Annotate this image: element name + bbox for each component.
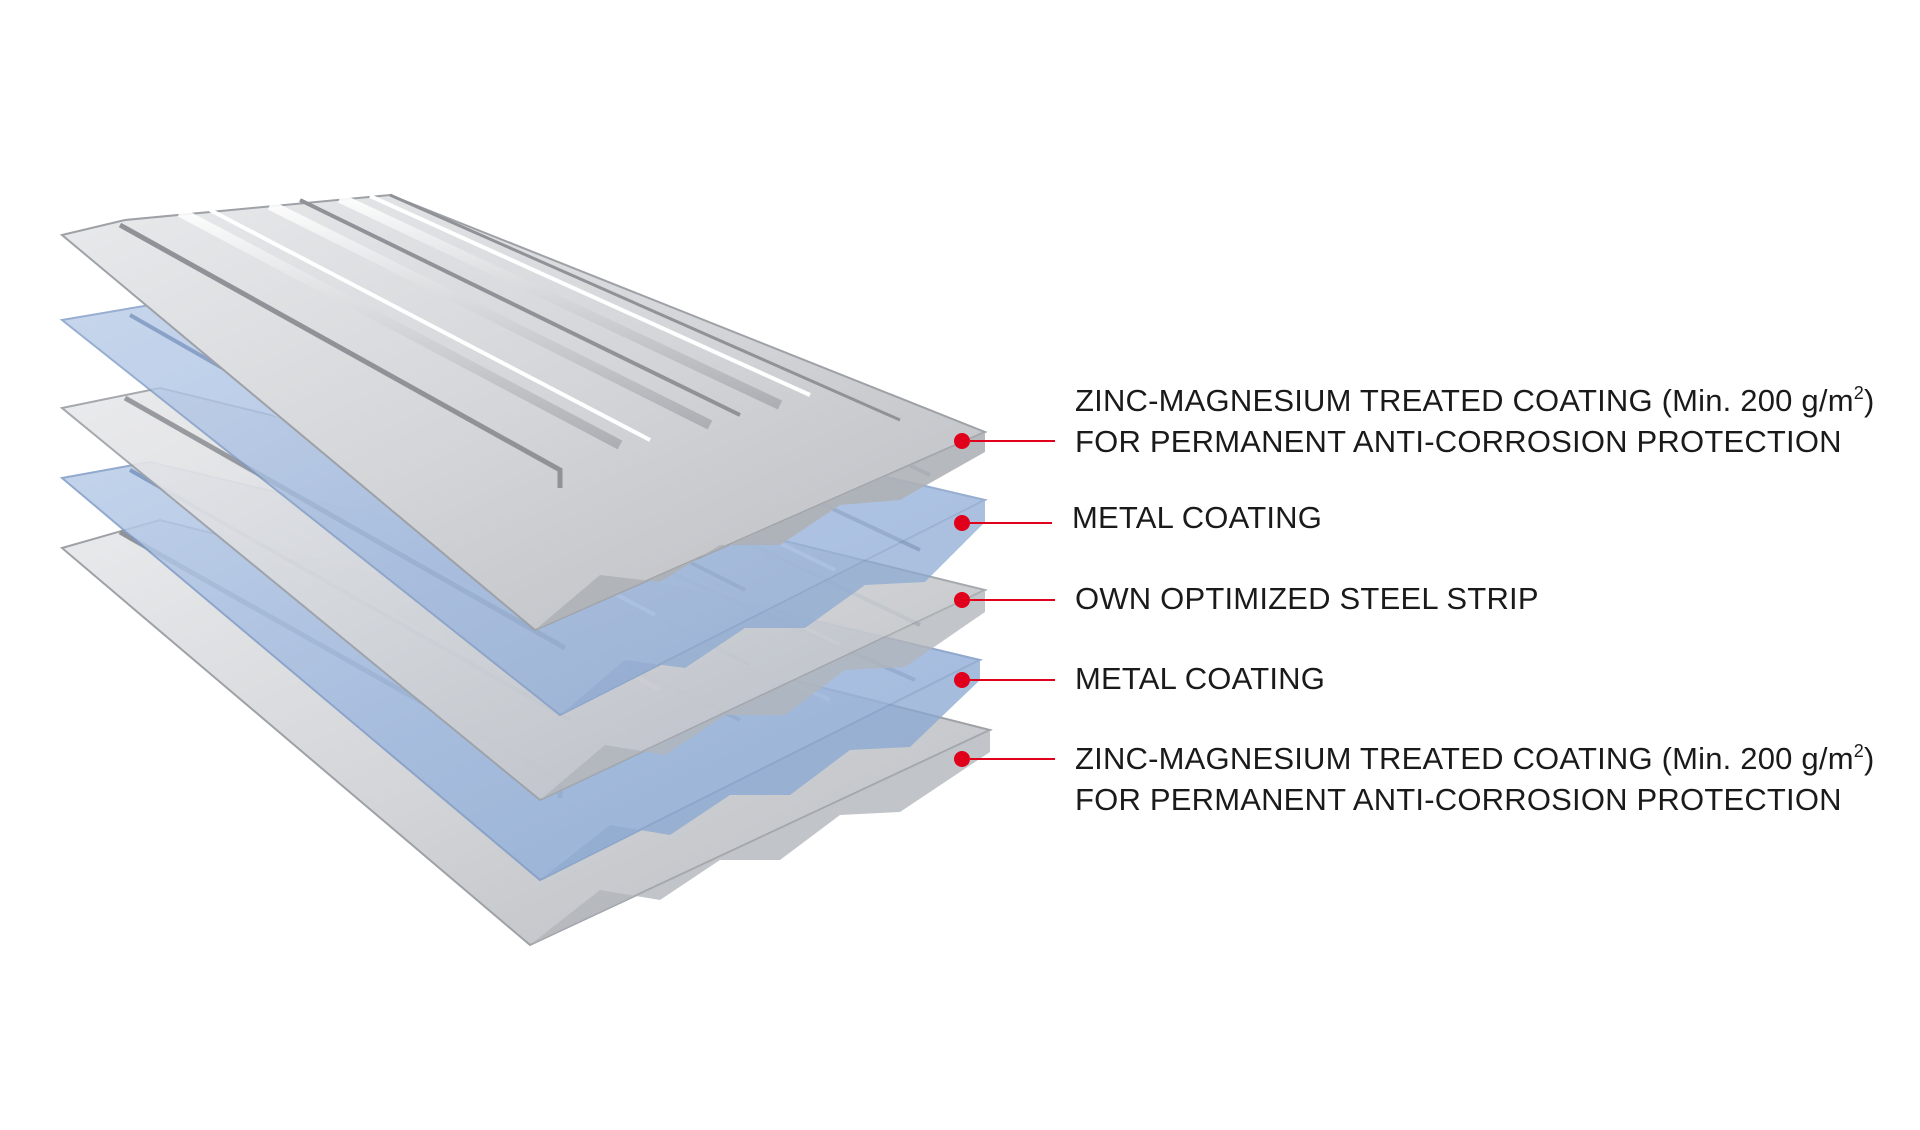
marker-dot <box>954 751 970 767</box>
leader-line <box>970 758 1055 760</box>
callout-top-metal-coating <box>0 523 1920 524</box>
label-steel-strip: OWN OPTIMIZED STEEL STRIP <box>1075 578 1539 619</box>
callout-steel-strip <box>0 600 1920 601</box>
label-bottom-zinc-magnesium: ZINC-MAGNESIUM TREATED COATING (Min. 200… <box>1075 738 1874 820</box>
label-line-2: FOR PERMANENT ANTI-CORROSION PROTECTION <box>1075 421 1874 462</box>
label-line-1: ZINC-MAGNESIUM TREATED COATING (Min. 200… <box>1075 380 1874 421</box>
marker-dot <box>954 672 970 688</box>
marker-dot <box>954 592 970 608</box>
leader-line <box>970 440 1055 442</box>
callout-bottom-metal-coating <box>0 680 1920 681</box>
leader-line <box>970 522 1052 524</box>
leader-line <box>970 599 1055 601</box>
label-top-metal-coating: METAL COATING <box>1072 497 1322 538</box>
label-line-2: FOR PERMANENT ANTI-CORROSION PROTECTION <box>1075 779 1874 820</box>
label-bottom-metal-coating: METAL COATING <box>1075 658 1325 699</box>
marker-dot <box>954 433 970 449</box>
label-line-1: ZINC-MAGNESIUM TREATED COATING (Min. 200… <box>1075 738 1874 779</box>
marker-dot <box>954 515 970 531</box>
label-top-zinc-magnesium: ZINC-MAGNESIUM TREATED COATING (Min. 200… <box>1075 380 1874 462</box>
leader-line <box>970 679 1055 681</box>
